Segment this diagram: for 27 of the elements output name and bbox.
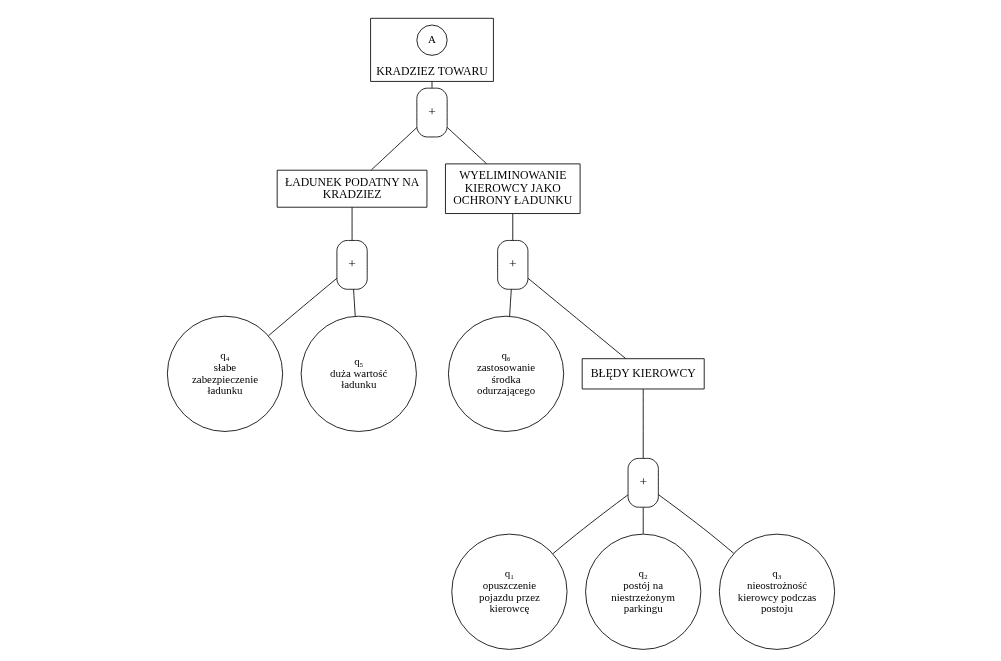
node-circle: q₄ słabe zabezpieczenie ładunku xyxy=(166,315,283,432)
connector xyxy=(642,388,644,459)
connector xyxy=(508,289,512,317)
connector xyxy=(446,127,487,165)
connector xyxy=(351,206,352,241)
node-circle: q₃ nieostrożność kierowcy podczas postoju xyxy=(718,533,835,650)
connector xyxy=(267,277,337,337)
connector xyxy=(657,494,734,554)
node-box: WYELIMINOWANIE KIEROWCY JAKO OCHRONY ŁADUNKU xyxy=(444,163,580,214)
node-circle: A xyxy=(415,24,448,56)
node-box: + xyxy=(415,87,448,138)
connector xyxy=(527,277,626,359)
node-box: + xyxy=(627,457,659,508)
node-box: + xyxy=(336,240,368,290)
node-circle: q₂ postój na niestrzeżonym parkingu xyxy=(584,533,701,650)
connector xyxy=(511,213,513,241)
connector xyxy=(352,289,356,317)
connector xyxy=(552,494,628,555)
node-circle: q₅ duża wartość ładunku xyxy=(300,315,417,432)
node-box: BŁĘDY KIEROWCY xyxy=(581,358,705,390)
connector xyxy=(431,81,432,89)
connector xyxy=(642,507,644,535)
node-box: ŁADUNEK PODATNY NA KRADZIEZ xyxy=(276,169,427,208)
node-circle: q₆ zastosowanie środka odurzającego xyxy=(447,315,564,432)
node-box: + xyxy=(496,240,528,290)
node-circle: q₁ opuszczenie pojazdu przez kierowcę xyxy=(450,533,567,650)
connector xyxy=(370,127,417,171)
